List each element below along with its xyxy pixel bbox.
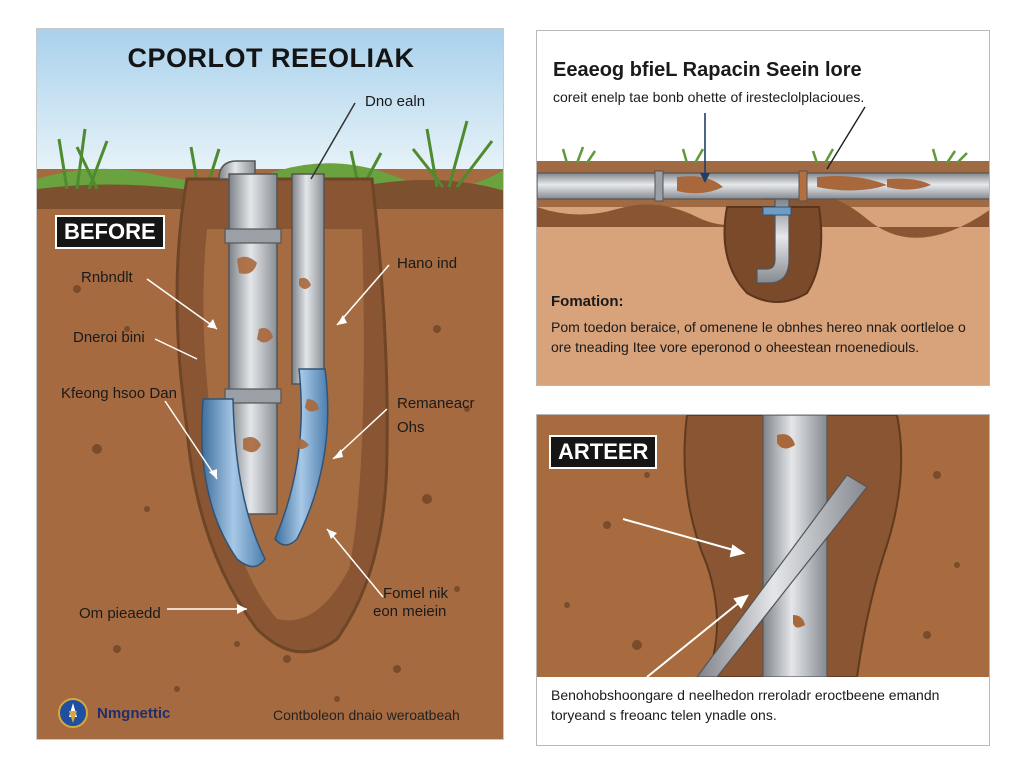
formation-title: Eeaeog bfieL Rapacin Seein lore (553, 59, 862, 81)
label-right-2b: Ohs (397, 419, 425, 436)
label-right-2a: Remaneacr (397, 395, 475, 412)
formation-panel: Eeaeog bfieL Rapacin Seein lore coreit e… (536, 30, 990, 386)
compass-logo-icon (58, 698, 88, 728)
after-caption: Benohobshoongare d neelhedon rreroladr e… (551, 687, 940, 723)
label-right-3a: Fomel nik (383, 585, 449, 602)
brand-name: Nmgnettic (97, 705, 171, 722)
before-title: CPORLOT REEOLIAK (127, 43, 415, 73)
after-illustration (537, 415, 989, 745)
label-right-1: Hano ind (397, 255, 458, 272)
formation-subtitle: coreit enelp tae bonb ohette of irestecl… (553, 89, 865, 105)
before-panel: CPORLOT REEOLIAK BEFORE Dno ealn Rnbndlt… (36, 28, 504, 740)
label-left-2: Dneroi bini (73, 329, 145, 346)
label-right-3b: eon meiein (373, 603, 447, 620)
label-left-4: Om pieaedd (79, 605, 161, 622)
before-illustration (37, 29, 503, 739)
formation-illustration (537, 106, 989, 385)
formation-text: Pom toedon beraice, of omenene le obnhes… (551, 319, 966, 355)
label-top-pipe: Dno ealn (365, 93, 426, 110)
label-left-3: Kfeong hsoo Dan (61, 385, 177, 402)
formation-heading: Fomation: (551, 293, 624, 310)
before-tag: BEFORE (55, 215, 165, 249)
after-panel: ARTEER Benohobshoongare d neelhedon rrer… (536, 414, 990, 746)
after-tag: ARTEER (549, 435, 658, 469)
footer-text: Contboleon dnaio weroatbeah (273, 707, 460, 723)
label-left-1: Rnbndlt (81, 269, 133, 286)
